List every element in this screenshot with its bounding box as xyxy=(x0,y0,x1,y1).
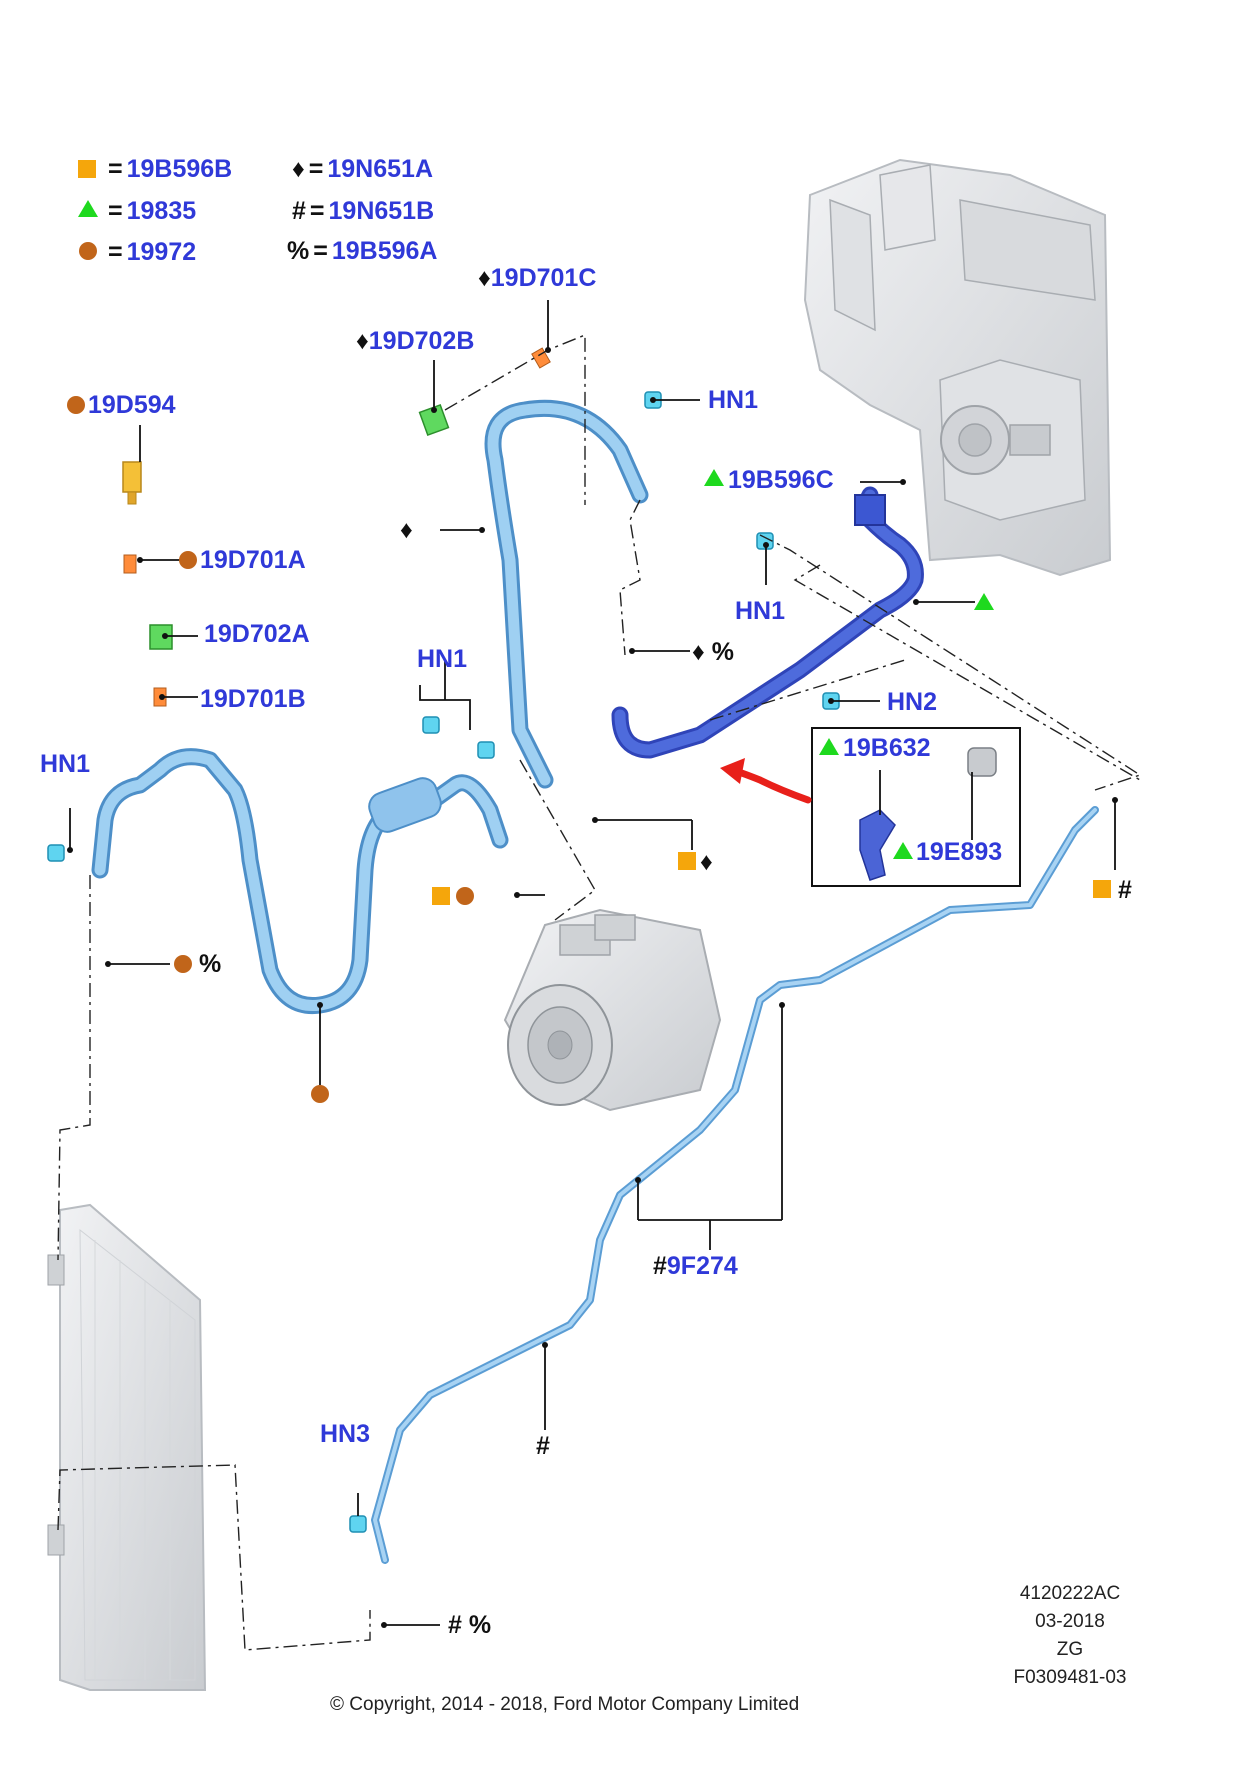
callout-hash-percent: # % xyxy=(448,1611,492,1639)
inset-bracket xyxy=(859,809,896,881)
legend-row-diamond: ♦=19N651A xyxy=(292,155,434,183)
inset-bushing xyxy=(967,747,997,777)
ref-line: F0309481-03 xyxy=(1013,1667,1127,1688)
sensors xyxy=(122,347,551,707)
legend-code: 19835 xyxy=(126,197,197,225)
legend-code: 19972 xyxy=(126,238,197,266)
square-marker-icon xyxy=(1093,880,1111,898)
callout-19D594: 19D594 xyxy=(88,391,176,419)
callout-hn2: HN2 xyxy=(887,688,938,716)
circle-marker-icon xyxy=(311,1085,329,1103)
legend-code: 19B596A xyxy=(331,237,438,265)
expansion-fitting xyxy=(854,494,886,526)
condenser xyxy=(47,1203,207,1691)
diamond-symbol-icon: ♦ xyxy=(400,516,413,544)
triangle-marker-icon xyxy=(704,469,724,486)
callout-hn1-center: HN1 xyxy=(417,645,468,673)
legend-row-circle: =19972 xyxy=(108,238,197,266)
reference-block: 4120222AC 03-2018 ZG F0309481-03 xyxy=(980,1580,1160,1692)
triangle-marker-icon xyxy=(78,200,98,217)
triangle-marker-icon xyxy=(974,593,994,610)
square-marker-icon xyxy=(678,852,696,870)
diamond-symbol-icon: ♦ xyxy=(356,327,369,355)
callout-19D701C: ♦19D701C xyxy=(478,264,597,292)
callout-19B596C: 19B596C xyxy=(728,466,834,494)
callout-19B632: 19B632 xyxy=(843,734,931,762)
callout-19D701B: 19D701B xyxy=(200,685,306,713)
callout-hn1-mid: HN1 xyxy=(735,597,786,625)
diamond-symbol-icon: ♦ xyxy=(478,264,491,292)
callout-19E893: 19E893 xyxy=(916,838,1003,866)
square-marker-icon xyxy=(78,160,96,178)
callout-19D702B: ♦19D702B xyxy=(356,327,475,355)
leader-dots xyxy=(67,347,1118,1628)
circle-marker-icon xyxy=(456,887,474,905)
center-lines xyxy=(57,333,1142,1651)
diamond-symbol-icon: ♦ xyxy=(700,848,713,876)
legend-markers xyxy=(67,160,1111,1103)
legend-row-triangle: =19835 xyxy=(108,197,197,225)
legend-row-percent: %=19B596A xyxy=(287,237,438,265)
liquid-hose xyxy=(611,486,924,759)
callout-hn1-left: HN1 xyxy=(40,750,91,778)
circle-marker-icon xyxy=(67,396,85,414)
muffler xyxy=(368,777,442,833)
callout-hn1-top: HN1 xyxy=(708,386,759,414)
inset-box xyxy=(811,727,1021,887)
ref-line: 4120222AC xyxy=(1019,1583,1121,1604)
compressor xyxy=(503,908,722,1112)
legend-code: 19B596B xyxy=(126,155,233,183)
circle-marker-icon xyxy=(79,242,97,260)
legend-code: 19N651B xyxy=(328,197,435,225)
hash-symbol: # xyxy=(292,197,306,225)
triangle-marker-icon xyxy=(893,842,913,859)
red-arrow xyxy=(720,758,812,804)
ref-line: 03-2018 xyxy=(1035,1611,1105,1632)
clips xyxy=(47,391,840,1533)
callout-hn3: HN3 xyxy=(320,1420,371,1448)
callout-9F274: #9F274 xyxy=(653,1252,738,1280)
diamond-symbol-icon: ♦ xyxy=(692,638,705,666)
ref-line: ZG xyxy=(1056,1639,1084,1660)
circle-marker-icon xyxy=(179,551,197,569)
hash-symbol: # xyxy=(1118,876,1132,904)
circle-marker-icon xyxy=(174,955,192,973)
callout-diamond-percent: ♦ % xyxy=(692,638,734,666)
callout-19D702A: 19D702A xyxy=(204,620,310,648)
copyright: © Copyright, 2014 - 2018, Ford Motor Com… xyxy=(330,1694,800,1715)
diamond-symbol-icon: ♦ xyxy=(292,155,305,183)
hvac-housing xyxy=(803,158,1112,577)
legend-row-hash: #=19N651B xyxy=(292,197,435,225)
legend-code: 19N651A xyxy=(327,155,434,183)
triangle-marker-icon xyxy=(819,738,839,755)
callout-19D701A: 19D701A xyxy=(200,546,306,574)
percent-symbol: % xyxy=(199,950,222,978)
hash-symbol: # xyxy=(536,1432,550,1460)
legend-row-square: =19B596B xyxy=(108,155,233,183)
leader-lines xyxy=(69,300,1116,1626)
square-marker-icon xyxy=(432,887,450,905)
percent-symbol: % xyxy=(287,237,310,265)
